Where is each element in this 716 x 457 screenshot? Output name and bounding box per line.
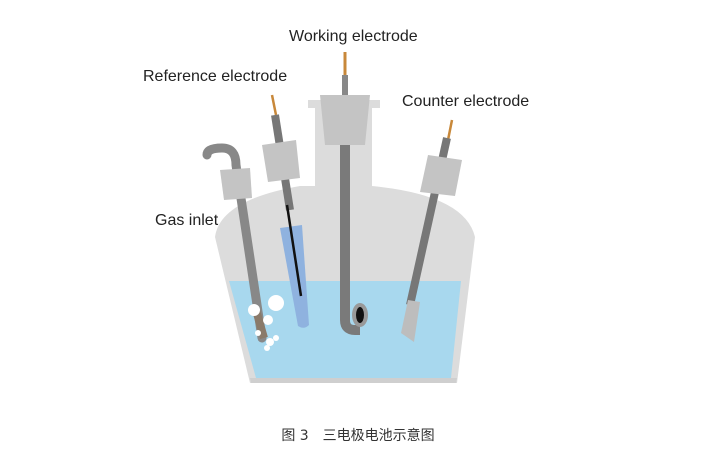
counter-electrode	[401, 119, 462, 342]
gas-inlet-label: Gas inlet	[155, 212, 219, 229]
reference-electrode-label: Reference electrode	[143, 68, 288, 85]
gas-inlet-tube	[202, 143, 284, 351]
reference-electrode	[262, 94, 309, 328]
counter-electrode-label: Counter electrode	[402, 93, 530, 110]
figure-caption: 图 3 三电极电池示意图	[281, 428, 435, 444]
working-electrode-label: Working electrode	[289, 28, 418, 45]
working-electrode	[320, 52, 370, 335]
flask-bottom-rim	[250, 378, 457, 383]
